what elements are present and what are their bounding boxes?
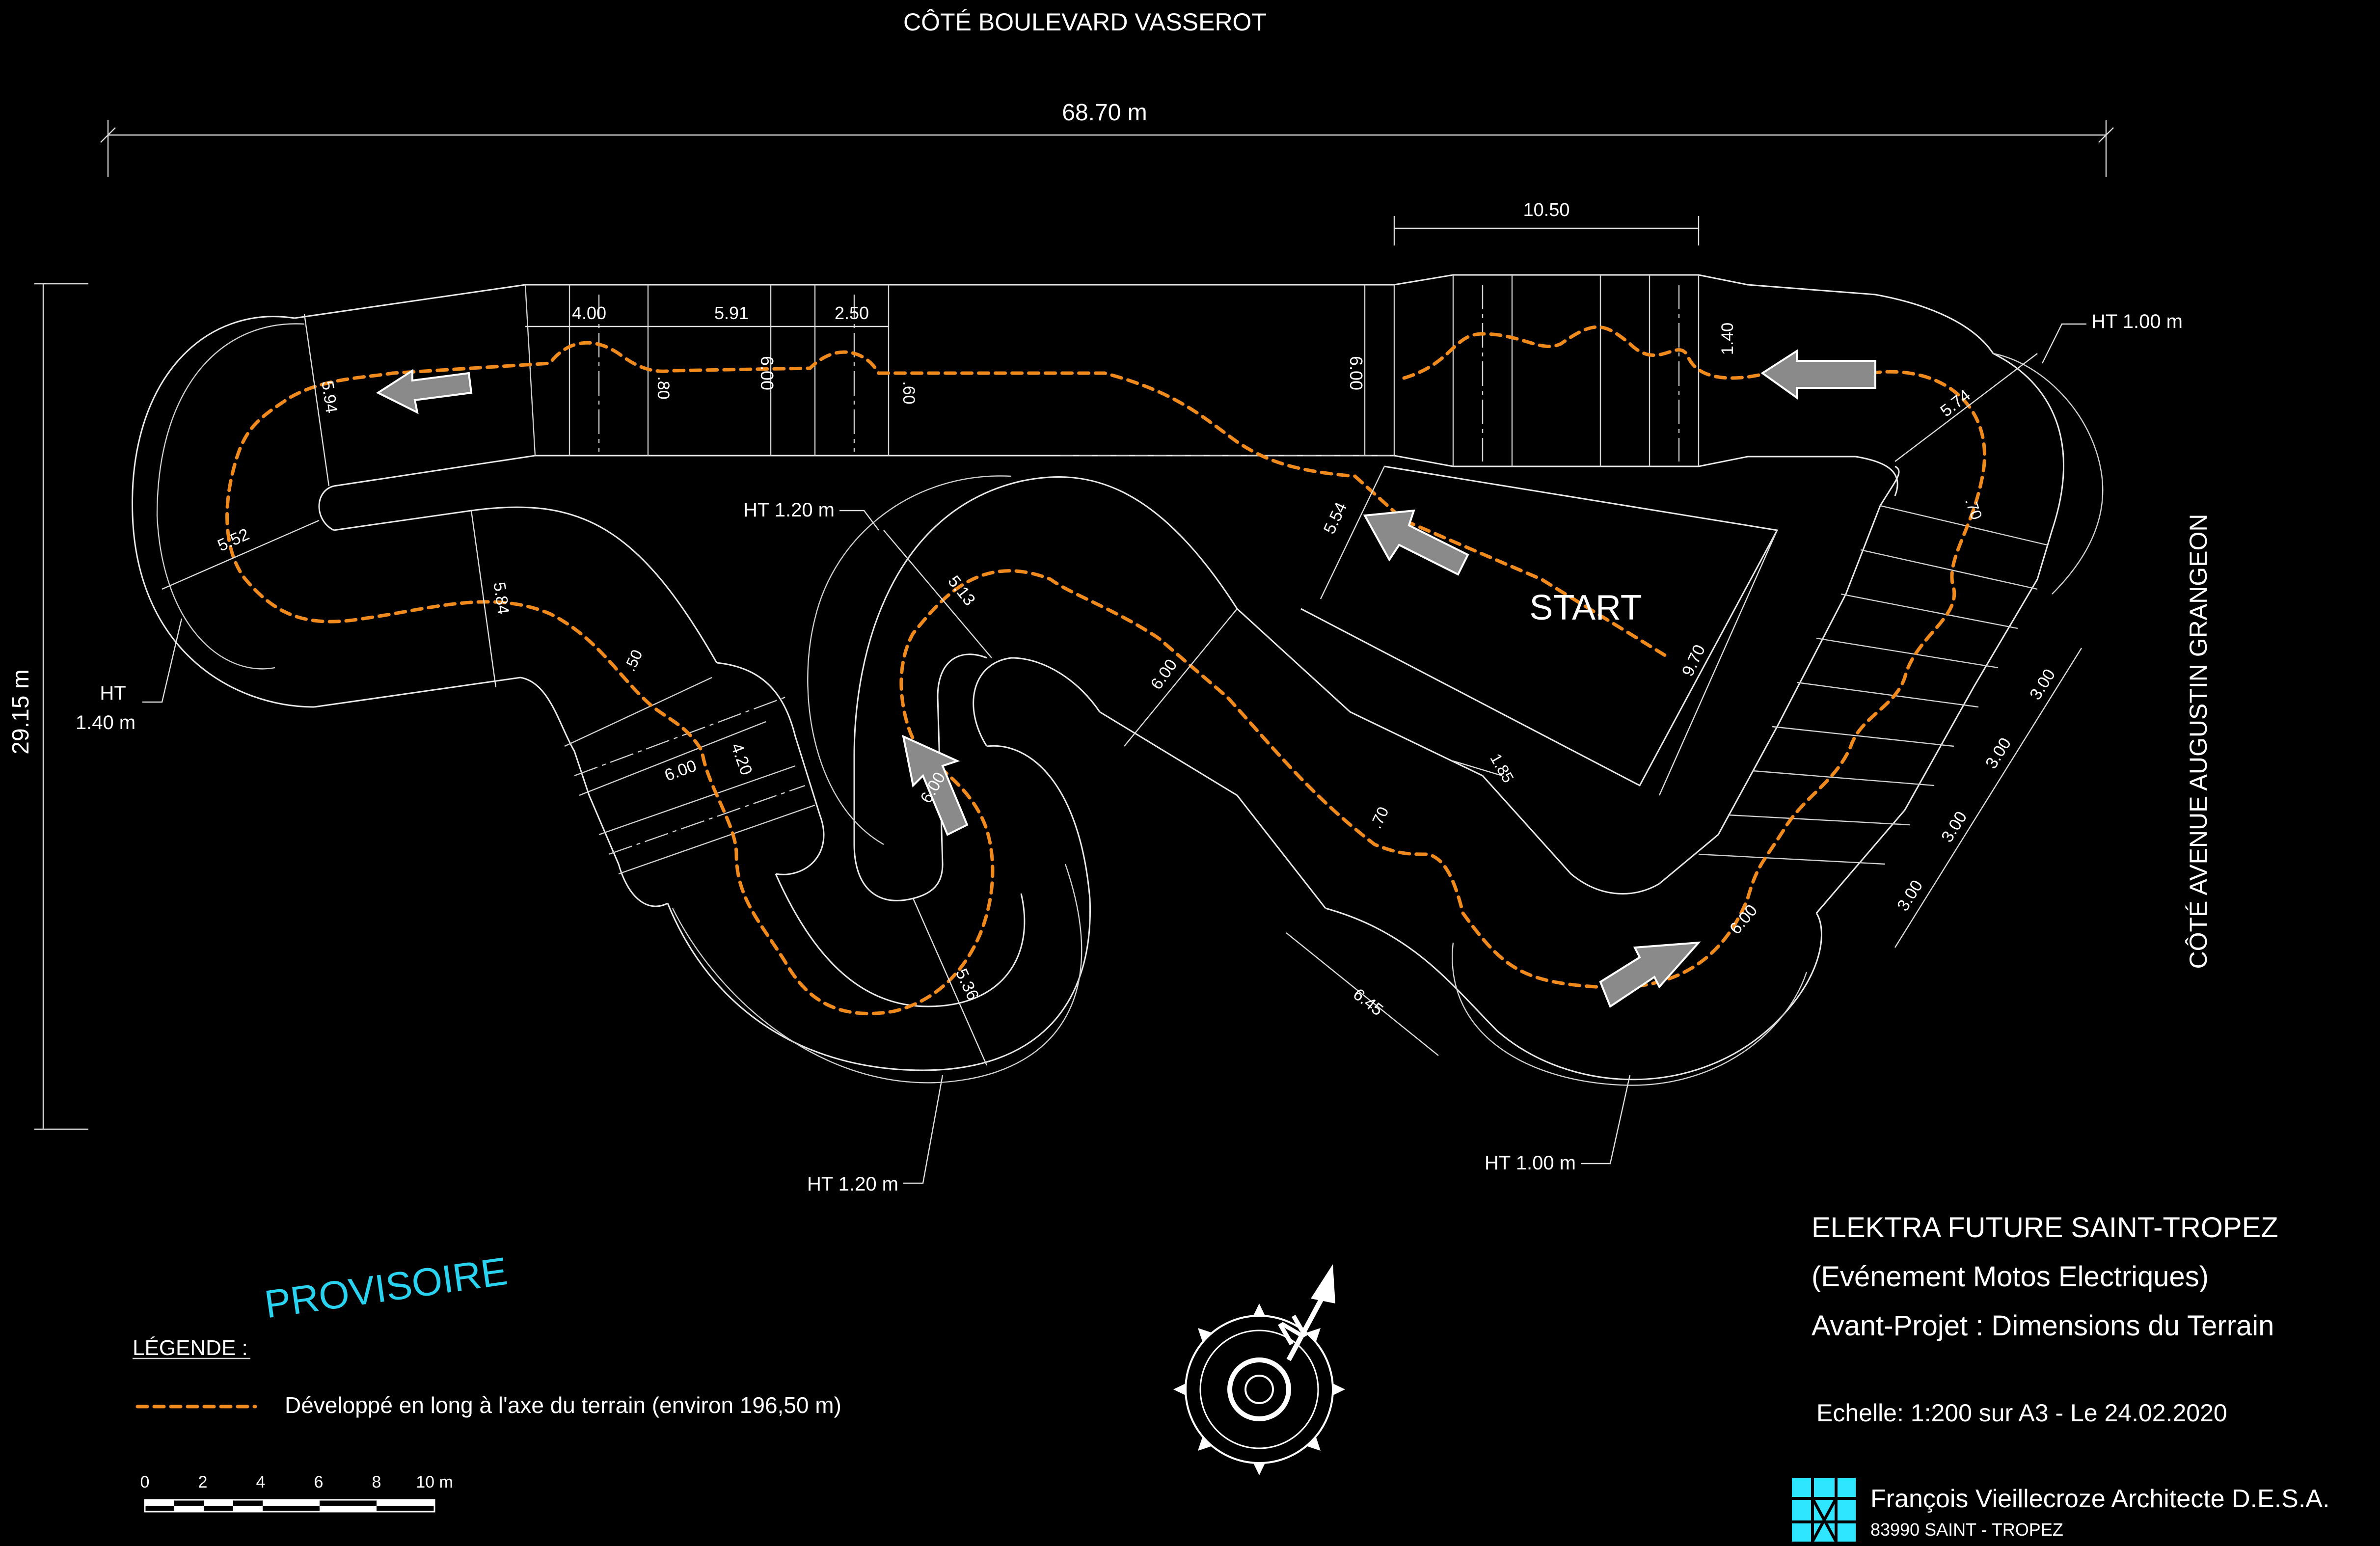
ht-top-right: HT 1.00 m <box>2091 311 2183 332</box>
dim-10-50: 10.50 <box>1523 200 1569 220</box>
scale-tick-6: 6 <box>314 1473 324 1492</box>
arrow-right-bottom-icon <box>1599 941 1701 1008</box>
architect-address: 83990 SAINT - TROPEZ <box>1870 1519 2063 1540</box>
title-block: ELEKTRA FUTURE SAINT-TROPEZ (Evénement M… <box>1812 1212 2278 1427</box>
legend-item-axis: Développé en long à l'axe du terrain (en… <box>285 1392 841 1418</box>
dim-6-00-f: 6.00 <box>1726 901 1761 938</box>
dim-3-00-d: 3.00 <box>2026 666 2059 703</box>
dim-5-91: 5.91 <box>714 303 749 323</box>
overall-width-dimension: 68.70 m <box>100 100 2114 177</box>
arrow-left-top-icon <box>376 369 473 414</box>
ht-bottom-mid: HT 1.20 m <box>807 1173 898 1195</box>
dim-1-40: 1.40 <box>1718 323 1737 355</box>
dim-0-70-a: .70 <box>1962 495 1986 522</box>
track-outline <box>132 274 2104 1086</box>
ht-left-b: 1.40 m <box>76 712 135 733</box>
dim-3-00-c: 3.00 <box>1982 734 2015 772</box>
legend-title: LÉGENDE : <box>133 1336 248 1360</box>
plan-dimensions: 10.50 4.00 5.91 2.50 6.00 6.00 .80 .60 1… <box>162 200 2082 1066</box>
ht-mid: HT 1.20 m <box>743 499 835 521</box>
dim-6-00-d: 6.00 <box>1147 656 1181 693</box>
dim-4-00: 4.00 <box>572 303 606 323</box>
top-orientation-label: CÔTÉ BOULEVARD VASSEROT <box>903 8 1267 36</box>
track-cross-sections <box>524 275 2048 875</box>
overall-width-label: 68.70 m <box>1062 100 1147 126</box>
dim-6-00-a: 6.00 <box>757 356 777 390</box>
dim-5-84: 5.84 <box>489 581 513 616</box>
compass-north-label: N <box>1272 1307 1313 1353</box>
legend: LÉGENDE : Développé en long à l'axe du t… <box>133 1336 841 1418</box>
provisional-stamp: PROVISOIRE <box>262 1249 510 1326</box>
scale-tick-2: 2 <box>198 1473 208 1492</box>
track-axis-line <box>225 341 1987 1015</box>
overall-height-label: 29.15 m <box>8 669 34 754</box>
dim-6-45: 6.45 <box>1350 985 1387 1020</box>
dim-0-50: .50 <box>621 647 646 675</box>
dim-5-52: 5.52 <box>215 525 252 555</box>
scale-tick-8: 8 <box>372 1473 381 1492</box>
dim-5-94: 5.94 <box>318 380 341 414</box>
ht-bottom-right: HT 1.00 m <box>1485 1152 1576 1174</box>
dim-9-70: 9.70 <box>1678 642 1709 679</box>
dim-3-00-a: 3.00 <box>1893 877 1926 914</box>
dim-0-80: .80 <box>654 376 673 399</box>
title-line-4: Echelle: 1:200 sur A3 - Le 24.02.2020 <box>1816 1399 2227 1427</box>
title-line-2: (Evénement Motos Electriques) <box>1812 1261 2209 1293</box>
dim-0-60: .60 <box>899 381 918 404</box>
height-annotations: HT 1.00 m HT 1.40 m HT 1.20 m HT 1.20 m … <box>76 311 2183 1195</box>
dim-3-00-b: 3.00 <box>1938 808 1971 845</box>
architect-logo-icon <box>1792 1478 1856 1543</box>
title-line-3: Avant-Projet : Dimensions du Terrain <box>1812 1310 2274 1342</box>
dim-2-50: 2.50 <box>835 303 869 323</box>
compass-rose-icon: N <box>1173 1264 1345 1475</box>
scale-bar: 0 2 4 6 8 10 m <box>140 1473 453 1513</box>
scale-tick-4: 4 <box>256 1473 266 1492</box>
title-line-1: ELEKTRA FUTURE SAINT-TROPEZ <box>1812 1212 2278 1244</box>
track-axis-line-top-right <box>1402 325 1872 380</box>
arrow-up-mid-icon <box>902 734 969 836</box>
scale-tick-10: 10 m <box>416 1473 453 1492</box>
scale-tick-0: 0 <box>140 1473 150 1492</box>
dim-0-70-b: .70 <box>1367 804 1392 832</box>
architect-name: François Vieillecroze Architecte D.E.S.A… <box>1870 1485 2329 1513</box>
overall-height-dimension: 29.15 m <box>8 283 88 1130</box>
ht-left-a: HT <box>100 682 126 704</box>
direction-arrows <box>376 349 1876 1008</box>
start-label: START <box>1529 588 1642 627</box>
arrow-start-icon <box>1363 509 1469 576</box>
dim-5-54: 5.54 <box>1320 499 1351 537</box>
dim-1-85: 1.85 <box>1487 751 1517 786</box>
dim-6-00-b: 6.00 <box>1346 356 1366 390</box>
arrow-left-right-icon <box>1760 349 1876 400</box>
right-orientation-label: CÔTÉ AVENUE AUGUSTIN GRANGEON <box>2185 514 2212 969</box>
dim-4-20: 4.20 <box>727 741 756 778</box>
